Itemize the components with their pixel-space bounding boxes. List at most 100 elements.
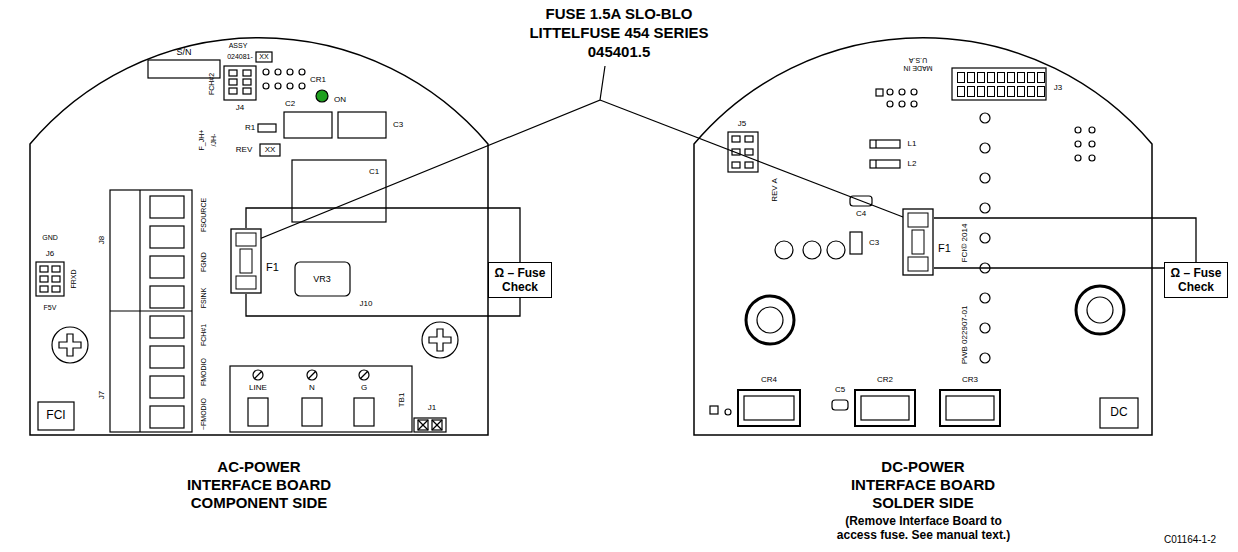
ac-board-parts bbox=[150, 286, 184, 308]
ac-board-parts bbox=[429, 329, 451, 351]
fuse-label: F1 bbox=[266, 261, 279, 273]
board-marking: PWB 022907-01 bbox=[960, 306, 969, 365]
board-marking: FCH#2 bbox=[208, 73, 216, 95]
board-marking: ASSY bbox=[229, 42, 248, 50]
ac-board-parts bbox=[418, 420, 428, 430]
ac-board-parts bbox=[52, 286, 60, 292]
ac-board-parts bbox=[299, 69, 305, 75]
dc-board-parts bbox=[946, 396, 994, 420]
fuse-terminal bbox=[236, 276, 256, 289]
dc-board-parts bbox=[870, 140, 900, 148]
board-marking: XX bbox=[259, 53, 268, 61]
dc-board-parts bbox=[1089, 141, 1095, 147]
board-marking: C3 bbox=[393, 120, 403, 129]
board-marking: FMODIO bbox=[200, 358, 208, 386]
title-leader bbox=[252, 66, 916, 242]
ac-board-parts bbox=[316, 90, 328, 102]
board-marking: N bbox=[309, 383, 315, 392]
board-outline bbox=[694, 38, 1152, 435]
ac-board-parts bbox=[243, 79, 251, 85]
dc-board-parts bbox=[744, 396, 794, 420]
board-marking: VR3 bbox=[313, 274, 331, 284]
ac-board-parts bbox=[338, 112, 386, 138]
board-marking: FSOURCE bbox=[200, 198, 208, 232]
board-note: (Remove Interface Board to access fuse. … bbox=[831, 514, 1016, 542]
drawing-number: C01164-1-2 bbox=[1164, 534, 1216, 546]
board-marking: FGND bbox=[200, 252, 208, 272]
fuse-check-wire bbox=[246, 208, 520, 262]
fuse-holder bbox=[231, 229, 261, 293]
ac-board-parts bbox=[307, 370, 317, 380]
ac-board-parts bbox=[150, 406, 184, 428]
board-marking: L2 bbox=[908, 159, 917, 168]
board-marking: FRXD bbox=[70, 269, 78, 288]
dc-board-parts bbox=[1076, 286, 1124, 334]
title-leader bbox=[252, 66, 605, 242]
ac-board-parts bbox=[263, 83, 269, 89]
dc-board-parts bbox=[710, 68, 1138, 428]
fuse-check-box: Ω – Fuse Check bbox=[488, 262, 552, 298]
board-marking: CR1 bbox=[310, 75, 326, 84]
fuse-check-wire bbox=[246, 294, 520, 316]
board-outline bbox=[30, 38, 488, 435]
board-marking: G bbox=[361, 383, 367, 392]
fuse-check-wire bbox=[934, 218, 1196, 262]
ac-board-parts bbox=[275, 83, 281, 89]
dc-board-parts bbox=[980, 173, 990, 183]
dc-board-parts bbox=[980, 353, 990, 363]
board-marking: TB1 bbox=[397, 393, 406, 408]
dc-board-parts bbox=[803, 241, 821, 259]
fuse-body bbox=[240, 249, 252, 273]
board-marking: DC bbox=[1110, 406, 1127, 420]
board-marking: CR4 bbox=[761, 375, 777, 384]
dc-board-parts bbox=[850, 196, 872, 206]
dc-board-parts bbox=[980, 293, 990, 303]
title-anchor: FUSE 1.5A SLO-BLO LITTELFUSE 454 SERIES … bbox=[513, 4, 725, 61]
dc-board-parts bbox=[1089, 127, 1095, 133]
dc-board-parts bbox=[1089, 155, 1095, 161]
ac-board-parts bbox=[150, 376, 184, 398]
ac-board-parts bbox=[52, 327, 88, 363]
dc-board-parts bbox=[728, 132, 758, 172]
dc-board-parts bbox=[775, 241, 793, 259]
board-marking: XX bbox=[265, 145, 276, 154]
ac-board-parts bbox=[422, 322, 458, 358]
ac-interface-board: AC-POWER INTERFACE BOARD COMPONENT SIDEF… bbox=[28, 36, 490, 514]
board-marking: LINE bbox=[249, 383, 267, 392]
dc-board-parts bbox=[745, 136, 753, 142]
dc-board-parts bbox=[980, 323, 990, 333]
ac-board-parts bbox=[229, 70, 237, 76]
dc-board-parts bbox=[732, 149, 740, 155]
fuse-body bbox=[912, 230, 924, 254]
ac-board-parts bbox=[284, 112, 332, 138]
box-label: Ω – Fuse Check bbox=[491, 266, 549, 294]
board-marking: C1 bbox=[369, 167, 379, 176]
board-marking: R1 bbox=[245, 123, 255, 132]
fuse-label: F1 bbox=[938, 242, 951, 254]
ac-board-parts bbox=[150, 346, 184, 368]
ac-board-parts bbox=[308, 371, 316, 379]
ac-board-parts bbox=[263, 69, 269, 75]
dc-board-parts bbox=[732, 162, 740, 168]
ac-board-parts bbox=[40, 276, 48, 282]
dc-board-parts bbox=[855, 390, 915, 426]
dc-board-parts bbox=[745, 149, 753, 155]
dc-board-parts bbox=[1100, 398, 1138, 428]
dc-board-parts bbox=[832, 400, 848, 410]
ac-board-parts bbox=[287, 83, 293, 89]
dc-interface-board: DC-POWER INTERFACE BOARD SOLDER SIDE(Rem… bbox=[692, 36, 1154, 548]
board-marking: FCH#1 bbox=[200, 324, 208, 346]
ac-board-parts bbox=[229, 79, 237, 85]
board-marking: FCI bbox=[46, 409, 65, 423]
ac-board-parts bbox=[150, 196, 184, 218]
dc-board-parts bbox=[899, 89, 905, 95]
ac-board-parts bbox=[432, 420, 442, 430]
board-marking: J8 bbox=[97, 236, 106, 244]
dc-board-parts bbox=[957, 72, 1045, 100]
dc-board-parts bbox=[1075, 127, 1081, 133]
fuse-f1: F1 bbox=[230, 228, 262, 294]
fuse-holder bbox=[902, 208, 934, 276]
